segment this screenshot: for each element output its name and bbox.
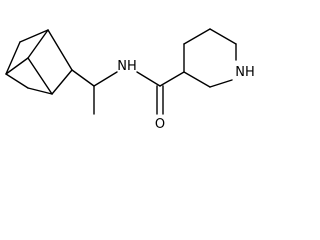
carbonyl-oxygen-label: O — [155, 117, 165, 132]
nh-to-carbonyl-bond — [136, 71, 161, 87]
norbornane-cage — [5, 29, 73, 95]
cage-bond — [5, 73, 29, 89]
cage-bond — [19, 29, 49, 43]
cage-bridge-bond — [27, 57, 53, 95]
piperidine-ring — [183, 28, 237, 88]
amide-group — [136, 71, 185, 115]
cage-bond — [27, 87, 53, 95]
molecule-structure: NH O NH — [5, 28, 255, 132]
ch-to-nh-bond — [93, 71, 118, 87]
cage-bridge-bond — [27, 29, 49, 59]
cage-bridge-bond — [5, 57, 29, 75]
ethyl-linker — [71, 69, 118, 115]
ring-bond — [209, 28, 237, 45]
carbonyl-to-ring-bond — [159, 71, 185, 87]
cage-bond — [47, 29, 73, 71]
ring-nh-label: NH — [235, 65, 255, 80]
cage-to-ch-bond — [71, 69, 95, 87]
ring-bond — [183, 71, 211, 88]
ring-bond — [183, 28, 211, 45]
cage-bond — [5, 41, 21, 75]
cage-bond — [51, 69, 73, 95]
amide-nh-label: NH — [117, 59, 137, 74]
ring-bond — [209, 79, 233, 88]
